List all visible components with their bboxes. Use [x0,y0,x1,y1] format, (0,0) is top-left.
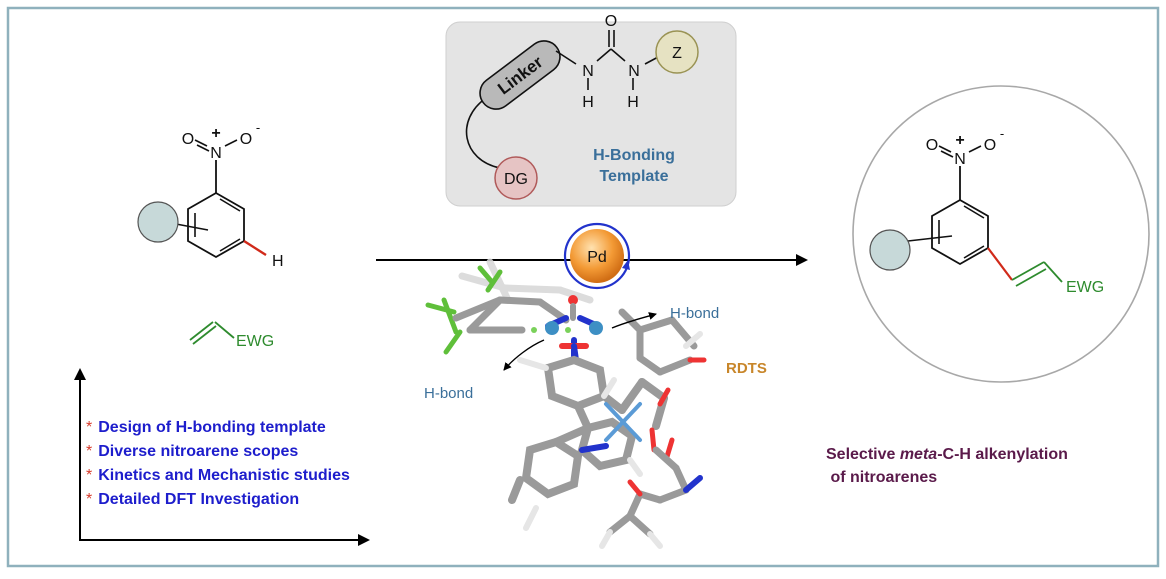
reactant-plus: + [211,125,220,142]
alkene-partner: EWG [189,321,274,350]
highlight-item: *Kinetics and Mechanistic studies [86,467,350,484]
dg-circle [494,156,538,200]
reactant-substituent [137,201,179,243]
product-caption: Selective meta-C-H alkenylation of nitro… [826,443,1068,489]
hbond-arrow-right [611,312,657,329]
product-o2: O [984,137,996,154]
reactant-o2: O [240,131,252,148]
ch-bond [243,239,267,257]
urea-oxygen: O [605,13,617,30]
product-substituent [869,229,911,271]
hbond-label-left: H-bond [424,385,473,402]
dg-label: DG [504,171,528,188]
new-cc-bond [987,247,1013,281]
reactant-minus: - [256,120,260,135]
alkene-ewg: EWG [236,333,274,350]
reactant-nitroarene: H N + O O - [137,120,284,270]
product-ewg: EWG [1066,279,1104,296]
reactant-h: H [272,253,284,270]
reactant-n: N [210,145,222,162]
hbond-label-right: H-bond [670,305,719,322]
z-circle [655,30,699,74]
product-minus: - [1000,126,1004,141]
highlight-item: *Detailed DFT Investigation [86,491,300,508]
urea-hydrogen-1: H [582,94,594,111]
template-title-2: Template [599,168,668,185]
hbond-arrow-left [503,339,545,371]
product-n: N [954,151,966,168]
product-o1: O [926,137,938,154]
product-circle [852,85,1150,383]
highlights-list: *Design of H-bonding template *Diverse n… [86,416,350,512]
caption-line-2: of nitroarenes [830,469,938,486]
template-box: Linker DG O N N H H Z H-Bonding Template [445,13,737,207]
z-label: Z [672,45,682,62]
highlight-item: *Diverse nitroarene scopes [86,443,299,460]
product: N + O O - EWG [852,85,1150,383]
pd-catalyst: Pd [563,222,631,290]
reactant-o1: O [182,131,194,148]
ts-structure [425,258,707,549]
template-title-1: H-Bonding [593,147,675,164]
product-plus: + [955,132,964,149]
urea-nitrogen-1: N [582,63,594,80]
pd-label: Pd [587,249,607,266]
urea-hydrogen-2: H [627,94,639,111]
rdts-label: RDTS [726,360,767,377]
urea-nitrogen-2: N [628,63,640,80]
caption-line-1: Selective meta-C-H alkenylation [826,446,1068,463]
highlight-item: *Design of H-bonding template [86,419,326,436]
